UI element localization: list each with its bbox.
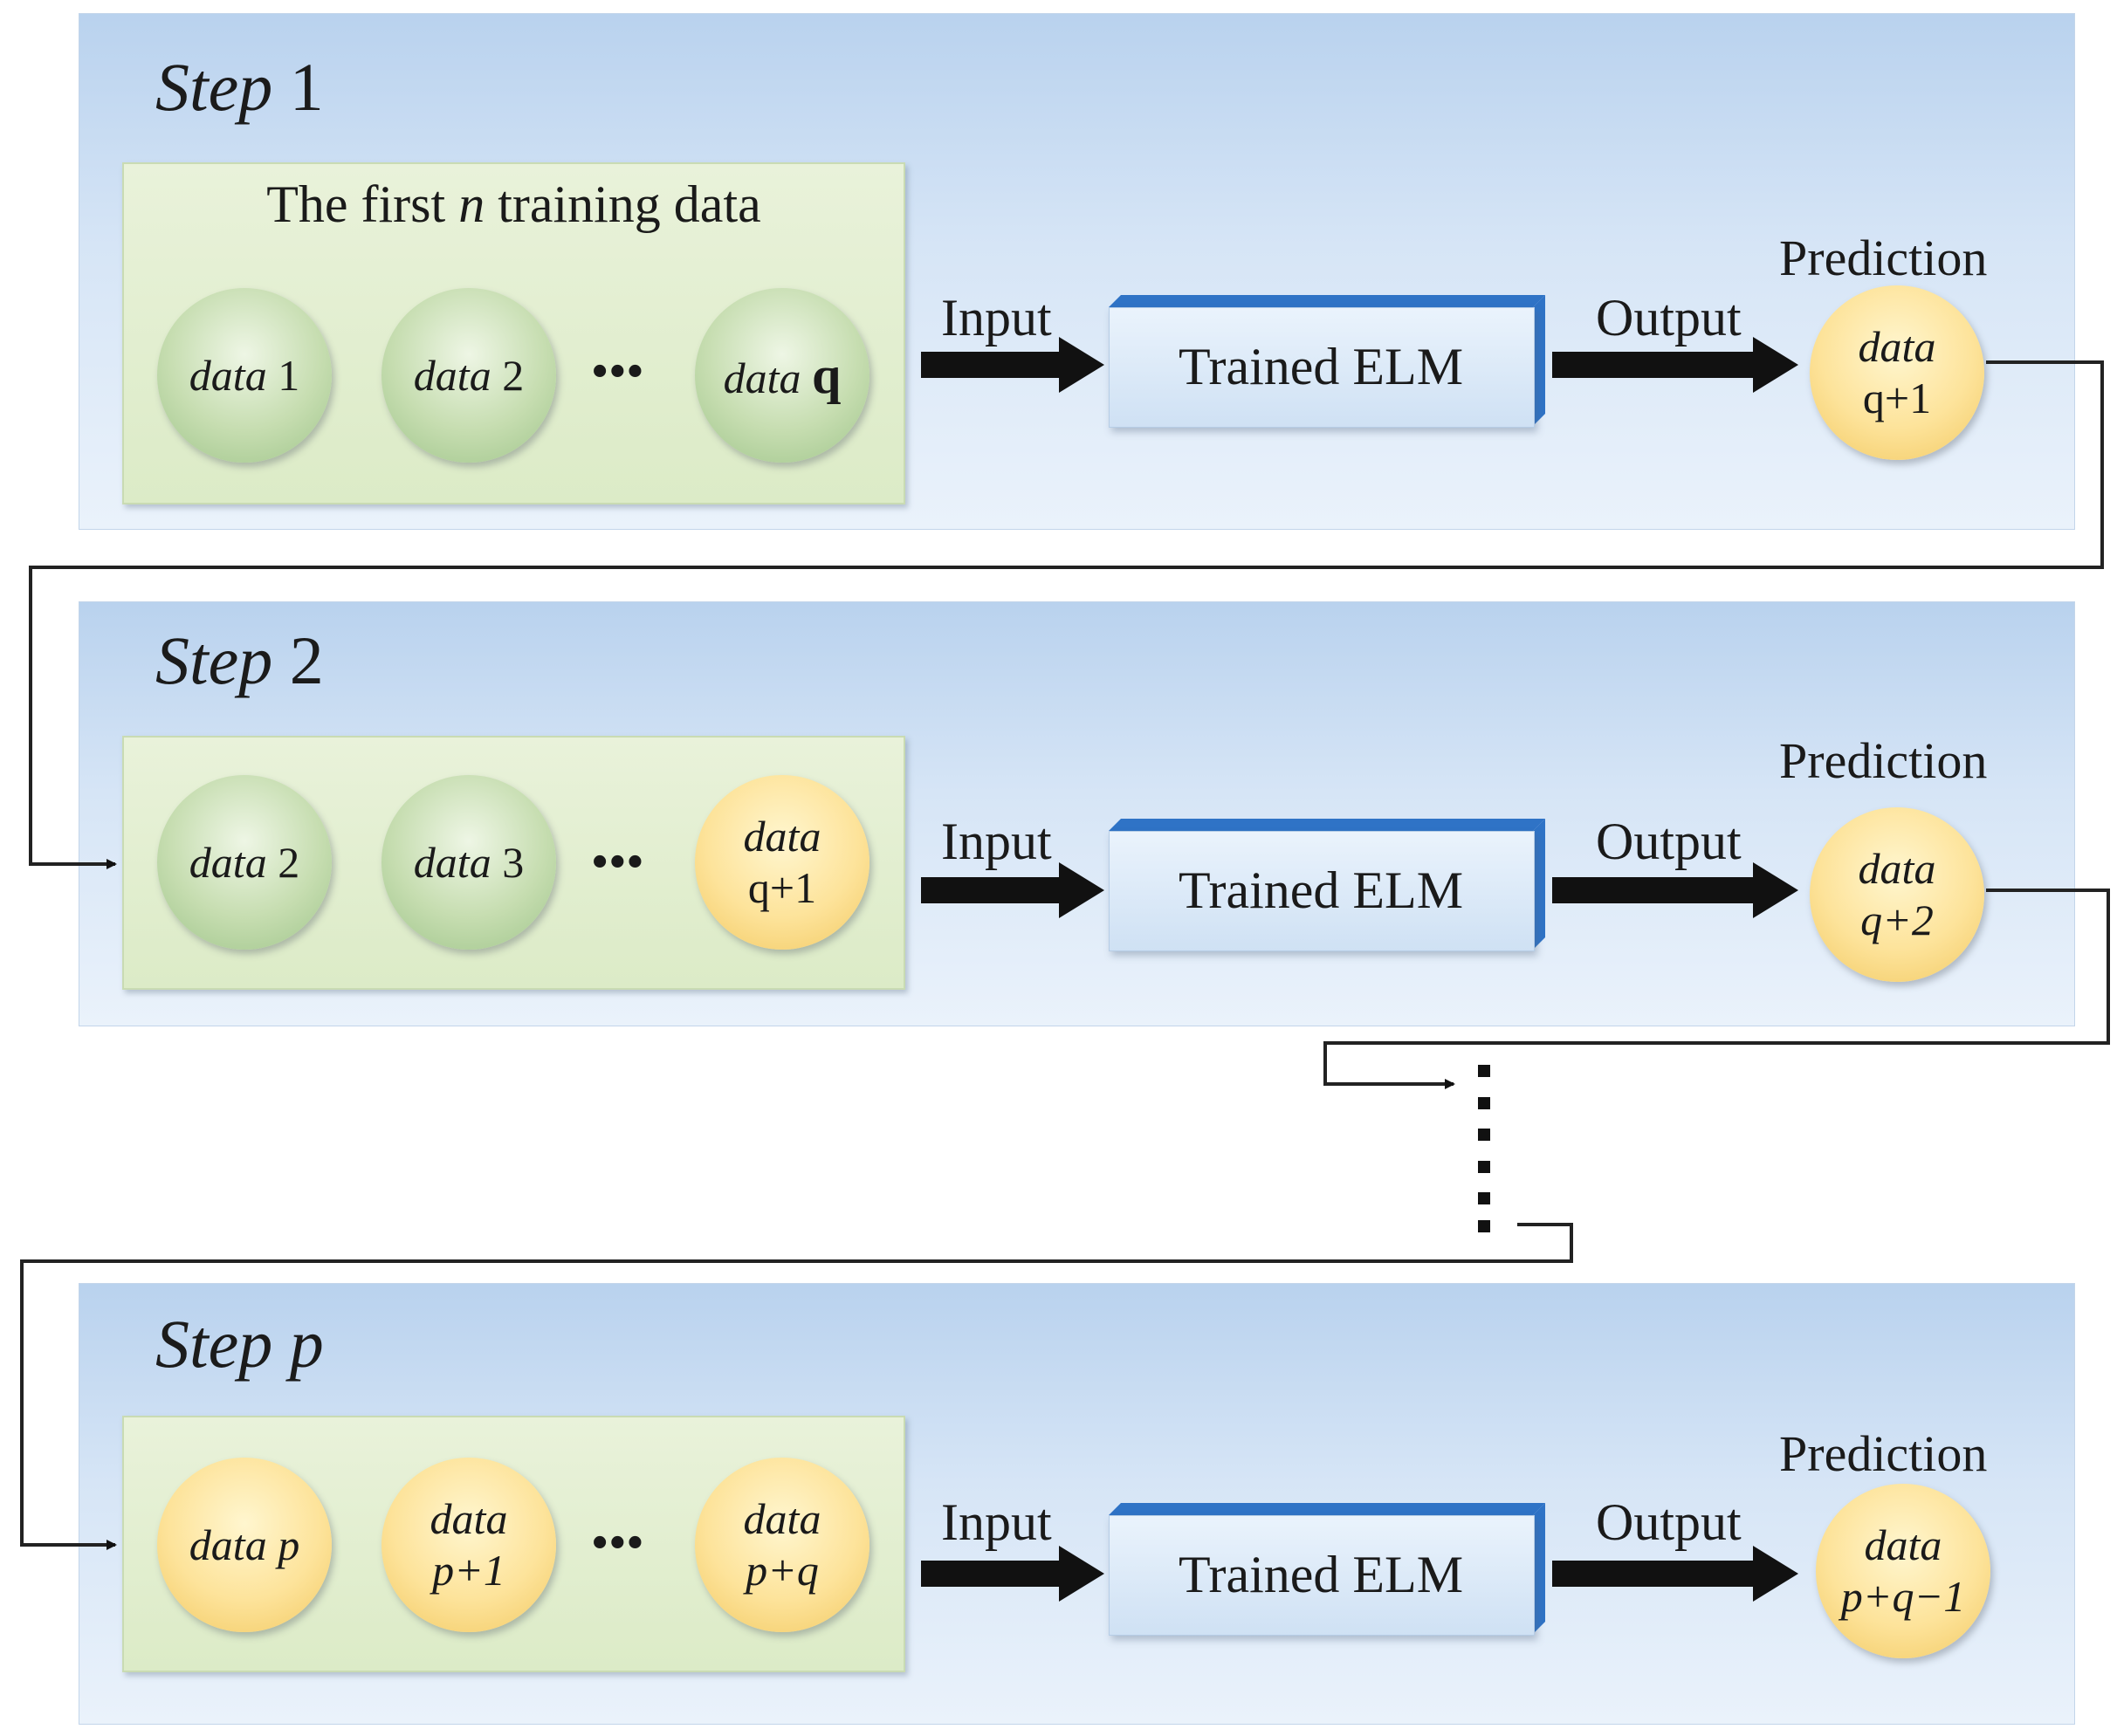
step-2-trained-elm-box: Trained ELM (1109, 819, 1545, 951)
step-p-title: Step p (155, 1306, 324, 1382)
step-p-prediction-label: Prediction (1779, 1425, 1988, 1482)
step-2-elm-label: Trained ELM (1178, 861, 1464, 919)
step-2-input-data-2: data 2 (157, 775, 332, 950)
step-1-input-data-q: data q (695, 288, 869, 463)
step-2-output-arrow (1552, 862, 1798, 918)
step-2-output-label: Output (1596, 813, 1742, 870)
step-p-output-arrow (1552, 1546, 1798, 1602)
step-p-elm-label: Trained ELM (1178, 1545, 1464, 1603)
step-2-ellipsis: ••• (592, 837, 645, 887)
vertical-ellipsis (1478, 1065, 1490, 1232)
step-p-input-label: Input (941, 1493, 1052, 1551)
step-1-trained-elm-box: Trained ELM (1109, 295, 1545, 428)
connector-step2-to-ellipsis (1323, 889, 2110, 1089)
connector-step1-to-step2 (29, 360, 2104, 869)
step-2-input-arrow (921, 862, 1104, 918)
step-p-input-data-p: data p (157, 1458, 332, 1632)
step-1-input-data-1: data 1 (157, 288, 332, 463)
step-1-prediction-label: Prediction (1779, 230, 1988, 286)
step-p-output-label: Output (1596, 1493, 1742, 1551)
step-1-input-arrow (921, 337, 1104, 393)
training-data-title: The first n training data (266, 175, 761, 233)
step-1-output-label: Output (1596, 289, 1742, 347)
step-1-ellipsis: ••• (592, 347, 645, 396)
step-p-input-arrow (921, 1546, 1104, 1602)
step-2-title: Step 2 (155, 622, 324, 698)
step-p-ellipsis: ••• (592, 1518, 645, 1568)
step-1-input-label: Input (941, 289, 1052, 347)
step-1-title: Step 1 (155, 49, 324, 125)
step-1-input-data-2: data 2 (381, 288, 556, 463)
step-2-input-data-3: data 3 (381, 775, 556, 950)
step-2-prediction-label: Prediction (1779, 732, 1988, 789)
step-p-trained-elm-box: Trained ELM (1109, 1503, 1545, 1636)
connector-ellipsis-to-stepp (20, 1223, 1573, 1550)
step-2-input-label: Input (941, 813, 1052, 870)
step-1-elm-label: Trained ELM (1178, 337, 1464, 395)
step-1-output-arrow (1552, 337, 1798, 393)
